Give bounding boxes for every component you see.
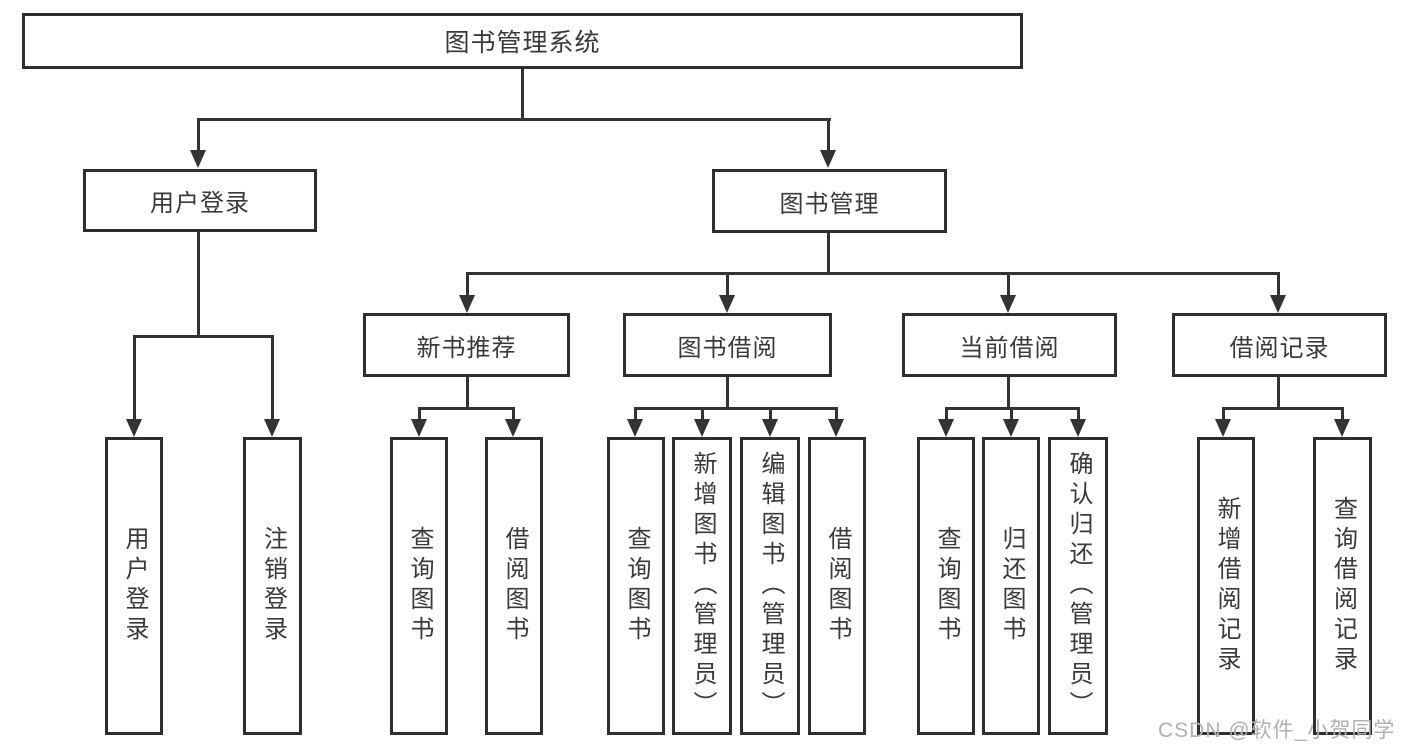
leaf-current-query-book: 查询图书 xyxy=(917,437,975,735)
connector-line xyxy=(271,335,274,421)
leaf-current-return-book: 归还图书 xyxy=(982,437,1040,735)
arrowhead xyxy=(190,150,206,168)
leaf-logout: 注销登录 xyxy=(243,437,302,735)
leaf-borrow-query-book: 查询图书 xyxy=(607,437,665,735)
connector-line xyxy=(1222,407,1344,410)
connector-line xyxy=(418,407,515,410)
connector-line xyxy=(197,232,200,335)
connector-line xyxy=(1010,407,1013,421)
connector-line xyxy=(1277,272,1280,296)
node-book-borrow: 图书借阅 xyxy=(623,313,832,377)
leaf-borrow-add-book-admin: 新增图书（管理员） xyxy=(672,437,732,735)
arrowhead xyxy=(1000,295,1016,313)
leaf-current-confirm-return-admin: 确认归还（管理员） xyxy=(1048,437,1108,735)
leaf-recommend-borrow-book: 借阅图书 xyxy=(485,437,543,735)
connector-line xyxy=(466,272,1280,275)
arrowhead xyxy=(264,419,280,437)
connector-line xyxy=(466,377,469,410)
arrowhead xyxy=(1270,295,1286,313)
leaf-records-query-record: 查询借阅记录 xyxy=(1313,437,1372,735)
connector-line xyxy=(1222,407,1225,421)
connector-line xyxy=(1077,407,1080,421)
arrowhead xyxy=(694,419,710,437)
arrowhead xyxy=(459,295,475,313)
connector-line xyxy=(1007,272,1010,296)
node-root-library-system: 图书管理系统 xyxy=(22,13,1023,69)
connector-line xyxy=(726,377,729,410)
connector-line xyxy=(835,407,838,421)
connector-line xyxy=(133,335,136,421)
connector-line xyxy=(521,69,524,118)
leaf-borrow-edit-book-admin: 编辑图书（管理员） xyxy=(740,437,800,735)
connector-line xyxy=(726,272,729,296)
arrowhead xyxy=(1003,419,1019,437)
connector-line xyxy=(634,407,637,421)
connector-line xyxy=(1007,377,1010,410)
connector-line xyxy=(512,407,515,421)
connector-line xyxy=(945,407,948,421)
arrowhead xyxy=(719,295,735,313)
node-user-login: 用户登录 xyxy=(83,169,317,232)
connector-line xyxy=(197,118,831,121)
node-book-management: 图书管理 xyxy=(712,169,947,233)
arrowhead xyxy=(1070,419,1086,437)
connector-line xyxy=(634,407,838,410)
arrowhead xyxy=(762,419,778,437)
leaf-recommend-query-book: 查询图书 xyxy=(390,437,448,735)
leaf-borrow-borrow-book: 借阅图书 xyxy=(808,437,866,735)
leaf-records-add-record: 新增借阅记录 xyxy=(1197,437,1255,735)
connector-line xyxy=(701,407,704,421)
csdn-watermark: CSDN @软件_小贺同学 xyxy=(1158,719,1396,742)
arrowhead xyxy=(828,419,844,437)
node-borrow-records: 借阅记录 xyxy=(1172,313,1387,377)
arrowhead xyxy=(126,419,142,437)
connector-line xyxy=(827,233,830,275)
connector-line xyxy=(1341,407,1344,421)
connector-line xyxy=(133,335,274,338)
arrowhead xyxy=(411,419,427,437)
arrowhead xyxy=(938,419,954,437)
arrowhead xyxy=(1215,419,1231,437)
node-current-borrow: 当前借阅 xyxy=(902,313,1117,377)
arrowhead xyxy=(505,419,521,437)
connector-line xyxy=(418,407,421,421)
connector-line xyxy=(1277,377,1280,410)
connector-line xyxy=(827,118,830,152)
arrowhead xyxy=(1334,419,1350,437)
connector-line xyxy=(197,118,200,152)
arrowhead xyxy=(820,150,836,168)
node-new-book-recommend: 新书推荐 xyxy=(363,313,570,377)
connector-line xyxy=(769,407,772,421)
connector-line xyxy=(466,272,469,296)
leaf-user-login: 用户登录 xyxy=(105,437,163,735)
arrowhead xyxy=(627,419,643,437)
